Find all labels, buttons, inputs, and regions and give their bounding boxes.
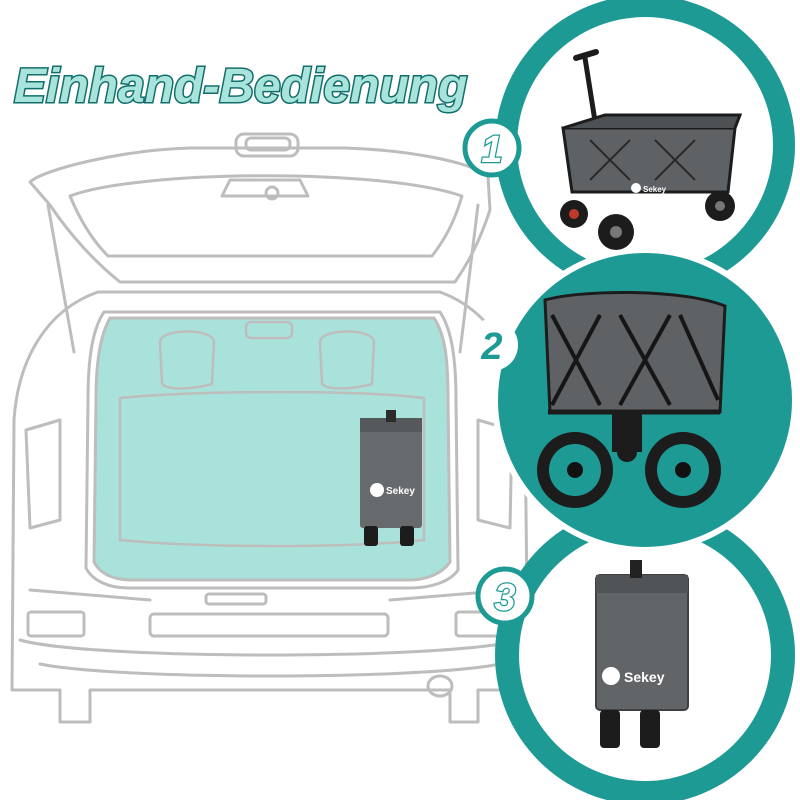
step-1-badge: 1 <box>462 118 522 178</box>
cart3-logo: Sekey <box>624 669 665 685</box>
cart-folded: Sekey <box>595 560 689 748</box>
cart-folding <box>537 290 727 508</box>
cart1-logo: Sekey <box>643 185 667 194</box>
step-3-number: 3 <box>494 577 515 619</box>
cart-unfolded: Sekey <box>560 49 743 250</box>
headline: Einhand-Bedienung <box>14 60 467 113</box>
trunk-cart-logo: Sekey <box>386 486 415 497</box>
step-2-badge: 2 <box>466 319 518 371</box>
step-3-badge: 3 <box>475 566 535 626</box>
step-2-number: 2 <box>480 326 502 368</box>
step-1-number: 1 <box>481 129 502 171</box>
cargo-area: Sekey <box>92 316 452 582</box>
folded-cart-in-trunk: Sekey <box>360 410 422 546</box>
car-rear-outline <box>10 132 530 724</box>
